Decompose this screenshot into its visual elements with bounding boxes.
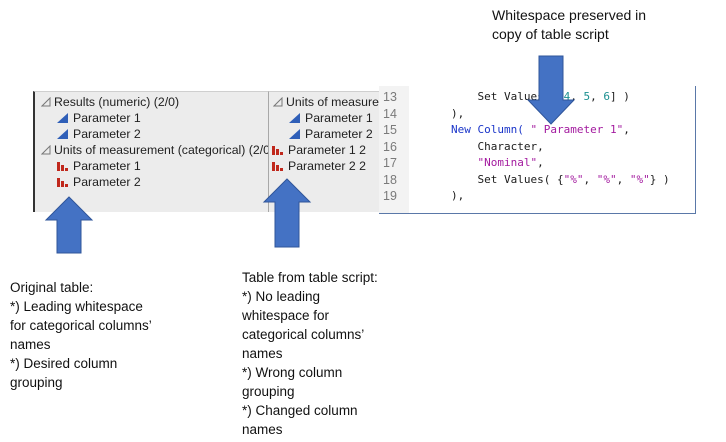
- note-line: whitespace for: [242, 308, 330, 323]
- nominal-column-icon: [56, 176, 69, 188]
- group-results-numeric[interactable]: Results (numeric) (2/0): [41, 94, 179, 110]
- group-units-of-measurement[interactable]: Units of measurement (categorical) (2/0): [41, 142, 274, 158]
- column-item[interactable]: Parameter 2: [56, 174, 141, 190]
- group-units-of-measurement[interactable]: Units of measurement: [273, 94, 379, 110]
- code-token: ,: [583, 172, 597, 186]
- code-line: New Column( " Parameter 1",: [451, 122, 630, 139]
- note-line: *) Wrong column: [242, 365, 343, 380]
- code-token: } ): [649, 172, 670, 186]
- nominal-column-icon: [271, 160, 284, 172]
- code-line: Set Values( {"%", "%", "%"} ): [451, 172, 670, 189]
- note-line: grouping: [10, 375, 63, 390]
- group-label: Units of measurement: [286, 95, 379, 109]
- note-line: Table from table script:: [242, 270, 378, 285]
- code-token: 6: [603, 90, 610, 103]
- code-line: Character,: [451, 139, 544, 156]
- code-line: "Nominal",: [451, 155, 544, 172]
- line-number: 14: [383, 106, 397, 121]
- code-token: Character,: [477, 139, 544, 153]
- note-line: *) Changed column: [242, 403, 358, 418]
- note-line: grouping: [242, 384, 295, 399]
- annotation-line: Whitespace preserved in: [492, 7, 647, 23]
- code-token: ,: [537, 156, 544, 169]
- column-label: Parameter 2 2: [288, 159, 366, 173]
- column-item[interactable]: Parameter 2: [288, 126, 373, 142]
- line-number: 15: [383, 123, 397, 137]
- column-label: Parameter 2: [305, 127, 373, 141]
- nominal-column-icon: [56, 160, 69, 172]
- note-line: names: [242, 346, 283, 361]
- collapse-triangle-icon[interactable]: [41, 145, 51, 155]
- code-indent: [451, 156, 478, 169]
- code-token: ),: [451, 189, 465, 202]
- note-line: categorical columns’: [242, 327, 365, 342]
- collapse-triangle-icon[interactable]: [41, 97, 51, 107]
- code-token: ] ): [609, 90, 630, 103]
- note-original-table: Original table: *) Leading whitespace for …: [10, 278, 152, 392]
- continuous-column-icon: [56, 128, 69, 140]
- script-table-columns-panel: Units of measurement Parameter 1 Paramet…: [268, 91, 379, 212]
- code-token: Set Values( {: [477, 172, 564, 186]
- line-number: 19: [383, 189, 397, 203]
- note-line: *) No leading: [242, 289, 321, 304]
- column-item[interactable]: Parameter 2: [56, 126, 141, 142]
- column-label: Parameter 1: [73, 159, 141, 173]
- annotation-whitespace-preserved: Whitespace preserved in copy of table sc…: [492, 6, 646, 44]
- code-line: ),: [451, 106, 464, 123]
- code-indent: [451, 173, 478, 186]
- code-token: ,: [570, 90, 584, 103]
- collapse-triangle-icon[interactable]: [273, 97, 283, 107]
- note-line: *) Desired column: [10, 356, 118, 371]
- arrow-down-whitespace-icon: [526, 55, 576, 125]
- continuous-column-icon: [288, 128, 301, 140]
- note-line: *) Leading whitespace: [10, 299, 143, 314]
- code-token: ),: [451, 106, 465, 120]
- line-number: 16: [383, 139, 397, 154]
- column-label: Parameter 1: [305, 111, 373, 125]
- line-number: 17: [383, 156, 397, 170]
- code-line: ),: [451, 188, 464, 205]
- arrow-up-script-icon: [262, 178, 312, 248]
- column-label: Parameter 1: [73, 111, 141, 125]
- code-indent: [451, 140, 478, 153]
- code-token: ,: [623, 123, 630, 136]
- code-token: "%": [563, 172, 584, 186]
- column-label: Parameter 1 2: [288, 143, 366, 157]
- original-table-columns-panel: Results (numeric) (2/0) Parameter 1 Para…: [33, 91, 274, 212]
- annotation-line: copy of table script: [492, 26, 609, 42]
- code-token: "Nominal": [477, 156, 538, 169]
- note-line: names: [10, 337, 51, 352]
- column-label: Parameter 2: [73, 175, 141, 189]
- code-token: New Column(: [451, 123, 524, 136]
- line-number: 18: [383, 172, 397, 187]
- code-token: " Parameter 1": [530, 123, 624, 136]
- line-number-gutter: 13 14 15 16 17 18 19: [379, 86, 409, 213]
- code-token: ,: [616, 172, 630, 186]
- code-token: 4: [563, 90, 571, 103]
- note-line: names: [242, 422, 283, 437]
- arrow-up-original-icon: [44, 196, 94, 254]
- code-token: 5: [583, 90, 591, 103]
- column-item[interactable]: Parameter 1: [288, 110, 373, 126]
- group-label: Results (numeric) (2/0): [54, 95, 180, 109]
- column-item[interactable]: Parameter 1 2: [271, 142, 366, 158]
- note-line: Original table:: [10, 280, 94, 295]
- note-script-table: Table from table script: *) No leading whi…: [242, 268, 378, 439]
- code-token: ,: [590, 90, 604, 103]
- code-indent: [451, 90, 478, 103]
- continuous-column-icon: [288, 112, 301, 124]
- code-token: "%": [596, 172, 617, 186]
- column-item[interactable]: Parameter 2 2: [271, 158, 366, 174]
- continuous-column-icon: [56, 112, 69, 124]
- column-item[interactable]: Parameter 1: [56, 158, 141, 174]
- line-number: 13: [383, 90, 397, 104]
- nominal-column-icon: [271, 144, 284, 156]
- column-item[interactable]: Parameter 1: [56, 110, 141, 126]
- code-token: "%": [629, 172, 650, 186]
- group-label: Units of measurement (categorical) (2/0): [54, 143, 275, 157]
- column-label: Parameter 2: [73, 127, 141, 141]
- note-line: for categorical columns’: [10, 318, 152, 333]
